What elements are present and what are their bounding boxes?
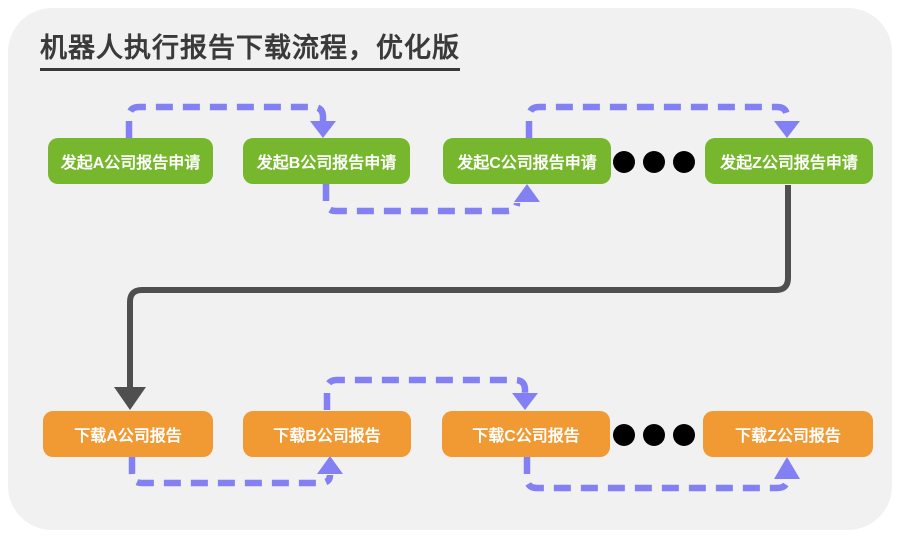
node-download-z: 下载Z公司报告 [703,411,873,457]
node-request-a: 发起A公司报告申请 [48,138,213,184]
ellipsis-dots-download [613,424,695,446]
arrow-request-a-b [125,103,327,138]
arrow-z-to-download-a [127,185,791,389]
dot [643,424,665,446]
node-request-z-label: 发起Z公司报告申请 [720,155,858,172]
dot [673,424,695,446]
arrow-request-c-z [525,103,791,138]
node-request-b: 发起B公司报告申请 [243,138,410,184]
arrow-request-b-c-head [514,184,540,202]
arrow-request-a-b-head [310,121,336,138]
ellipsis-dots-request [613,151,695,173]
node-request-c-label: 发起C公司报告申请 [457,155,597,172]
arrow-download-b-c-head [512,393,538,410]
node-download-a: 下载A公司报告 [43,411,213,457]
dot [613,424,635,446]
dot [643,151,665,173]
arrow-download-a-b [128,457,334,487]
page-title: 机器人执行报告下载流程，优化版 [40,26,460,71]
node-request-b-label: 发起B公司报告申请 [256,155,397,172]
arrow-download-b-c [323,376,529,410]
node-download-a-label: 下载A公司报告 [74,428,182,445]
dot [673,151,695,173]
arrow-request-b-c [322,184,521,215]
node-request-a-label: 发起A公司报告申请 [60,155,201,172]
node-download-z-label: 下载Z公司报告 [735,428,841,445]
page-title-text: 机器人执行报告下载流程，优化版 [40,26,460,71]
arrow-download-c-z [523,457,791,492]
node-download-c-label: 下载C公司报告 [472,428,580,445]
dot [613,151,635,173]
node-download-b-label: 下载B公司报告 [273,428,381,445]
arrow-download-a-b-head [317,456,343,474]
arrow-request-c-z-head [774,121,800,138]
node-request-z: 发起Z公司报告申请 [705,138,873,184]
node-download-c: 下载C公司报告 [442,411,610,457]
arrow-z-to-download-a-head [114,387,146,410]
arrow-download-c-z-head [774,457,800,479]
node-download-b: 下载B公司报告 [243,411,411,457]
node-request-c: 发起C公司报告申请 [443,138,611,184]
